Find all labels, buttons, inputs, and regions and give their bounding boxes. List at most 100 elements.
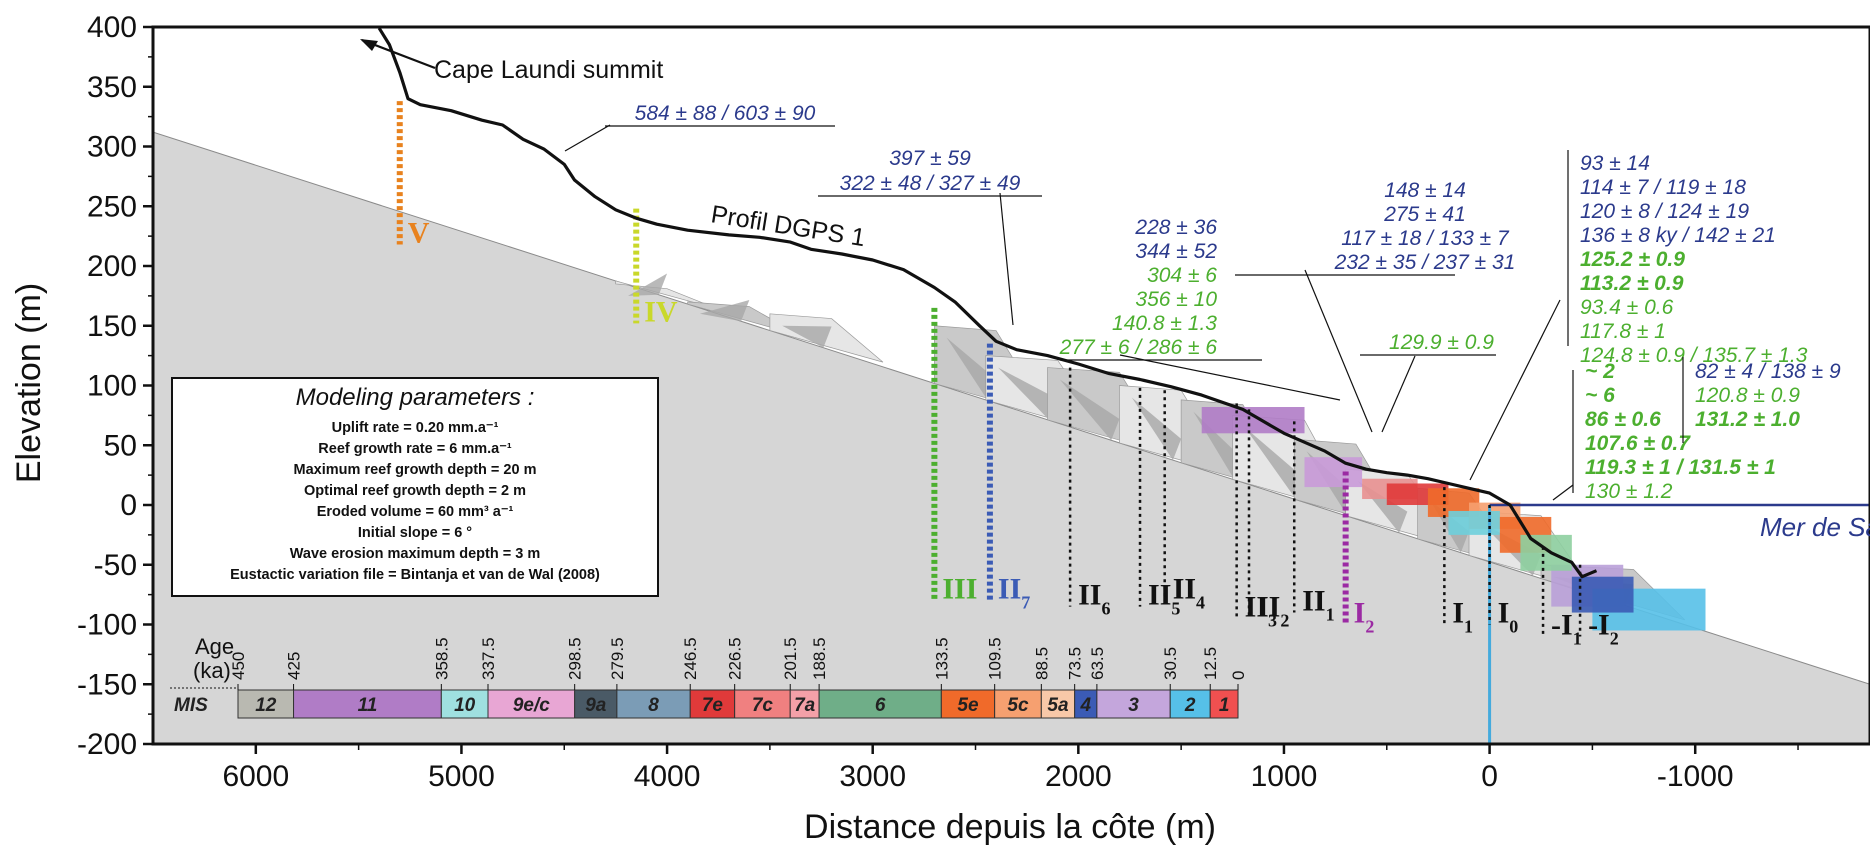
x-tick-label: -1000 (1657, 760, 1734, 793)
x-tick-label: 1000 (1251, 760, 1318, 793)
mis-stage-label: 5c (1007, 695, 1029, 716)
age-value: 119.3 ± 1 / 131.5 ± 1 (1585, 456, 1776, 479)
mis-boundary-age: 358.5 (432, 637, 451, 680)
reef-deposit (1304, 457, 1363, 488)
x-tick-label: 6000 (222, 760, 289, 793)
age-value: 232 ± 35 / 237 ± 31 (1334, 251, 1516, 274)
y-tick-label: -150 (77, 668, 137, 701)
age-value: 120.8 ± 0.9 (1695, 384, 1800, 407)
reef-deposit (1201, 407, 1305, 434)
modeled-shadow (1131, 397, 1182, 461)
age-leader-line (1552, 484, 1574, 501)
mis-boundary-age: 63.5 (1088, 647, 1107, 680)
mis-boundary-age: 0 (1229, 671, 1248, 680)
age-leader-line (1469, 299, 1561, 481)
mis-boundary-age: 188.5 (810, 637, 829, 680)
modeling-parameter-line: Optimal reef growth depth = 2 m (304, 483, 526, 499)
terrace-marker-subscript: 2 (1365, 617, 1374, 637)
modeled-shadow (699, 300, 750, 322)
y-tick-label: 300 (87, 131, 137, 164)
terrace-marker-subscript: 5 (1171, 599, 1180, 619)
mis-stage-7a (789, 689, 820, 719)
y-tick-label: 400 (87, 11, 137, 44)
y-tick-label: 150 (87, 310, 137, 343)
mis-boundary-age: 201.5 (781, 637, 800, 680)
age-value: 117 ± 18 / 133 ± 7 (1341, 227, 1510, 250)
mis-stage-label: 7c (752, 695, 774, 716)
mis-label: MIS (174, 695, 208, 716)
mis-boundary-age: 88.5 (1032, 647, 1051, 680)
x-tick-label: 4000 (634, 760, 701, 793)
reef-deposit (1520, 534, 1572, 571)
y-tick-label: 100 (87, 370, 137, 403)
age-value: 356 ± 10 (1135, 288, 1217, 311)
y-tick-label: 50 (104, 429, 137, 462)
mis-stage-label: 9e/c (513, 695, 550, 716)
modeled-shadow (1244, 427, 1305, 500)
modeling-parameter-line: Eustactic variation file = Bintanja et v… (230, 567, 600, 583)
mis-stage-label: 5e (957, 695, 979, 716)
terrace-marker-subscript: 7 (1021, 593, 1030, 613)
mis-boundary-age: 73.5 (1066, 647, 1085, 680)
terrace-marker-subscript: 1 (1464, 617, 1473, 637)
terrace-marker-subscript: 4 (1196, 593, 1205, 613)
mis-boundary-age: 298.5 (566, 637, 585, 680)
mis-boundary-age: 279.5 (608, 637, 627, 680)
mis-stage-12 (237, 689, 295, 719)
mis-boundary-age: 133.5 (932, 637, 951, 680)
y-tick-label: 250 (87, 190, 137, 223)
mis-stage-label: 4 (1079, 695, 1091, 716)
age-leader-line (999, 192, 1014, 326)
mis-stage-1 (1209, 689, 1239, 719)
y-tick-label: 200 (87, 250, 137, 283)
sea-label: Mer de Savu (1760, 512, 1870, 542)
mis-stage-label: 3 (1128, 695, 1139, 716)
mis-stage-9a (574, 689, 618, 719)
mis-stage-2 (1169, 689, 1211, 719)
age-value: 275 ± 41 (1383, 203, 1466, 226)
modeling-parameters-box: Modeling parameters : Uplift rate = 0.20… (171, 377, 659, 597)
age-value: 140.8 ± 1.3 (1112, 312, 1217, 335)
mis-stage-label: 6 (875, 695, 886, 716)
modeling-parameter-line: Eroded volume = 60 mm³ a⁻¹ (317, 504, 514, 520)
modeling-parameter-line: Uplift rate = 0.20 mm.a⁻¹ (332, 420, 499, 436)
terrace-marker-subscript: 1 (1573, 628, 1582, 648)
y-tick-label: -200 (77, 728, 137, 761)
mis-stage-label: 2 (1184, 695, 1196, 716)
x-tick-label: 0 (1481, 760, 1498, 793)
mis-boundary-age: 226.5 (726, 637, 745, 680)
mis-boundary-age: 12.5 (1201, 647, 1220, 680)
terrace-marker-label: V (408, 216, 430, 249)
terrace-marker-subscript: 3 (1268, 611, 1277, 631)
mis-stage-label: 7e (702, 695, 724, 716)
mis-stage-5e (940, 689, 996, 719)
age-value: ~ 2 (1585, 360, 1615, 383)
age-value: 228 ± 36 (1134, 216, 1217, 239)
terrace-marker-label: IV (644, 295, 678, 328)
mis-boundary-age: 450 (229, 652, 248, 680)
age-value: 322 ± 48 / 327 ± 49 (840, 172, 1021, 195)
x-tick-label: 2000 (1045, 760, 1112, 793)
reef-deposit (1448, 510, 1500, 535)
arrow-head-icon (360, 39, 378, 51)
mis-stage-3 (1096, 689, 1171, 719)
mis-boundary-age: 337.5 (479, 637, 498, 680)
terrace-marker-subscript: 0 (1509, 617, 1518, 637)
modeling-parameters-title: Modeling parameters : (296, 384, 535, 411)
age-value: ~ 6 (1585, 384, 1615, 407)
age-leader-line (1304, 269, 1373, 433)
x-tick-label: 3000 (839, 760, 906, 793)
mis-stage-label: 8 (648, 695, 659, 716)
mis-stage-9e-c (487, 689, 576, 719)
modeling-parameter-line: Reef growth rate = 6 mm.a⁻¹ (318, 441, 512, 457)
profil-dgps-1-line (377, 27, 1598, 579)
age-value: 124.8 ± 0.9 / 135.7 ± 1.3 (1580, 344, 1808, 367)
age-value: 114 ± 7 / 119 ± 18 (1580, 176, 1746, 199)
